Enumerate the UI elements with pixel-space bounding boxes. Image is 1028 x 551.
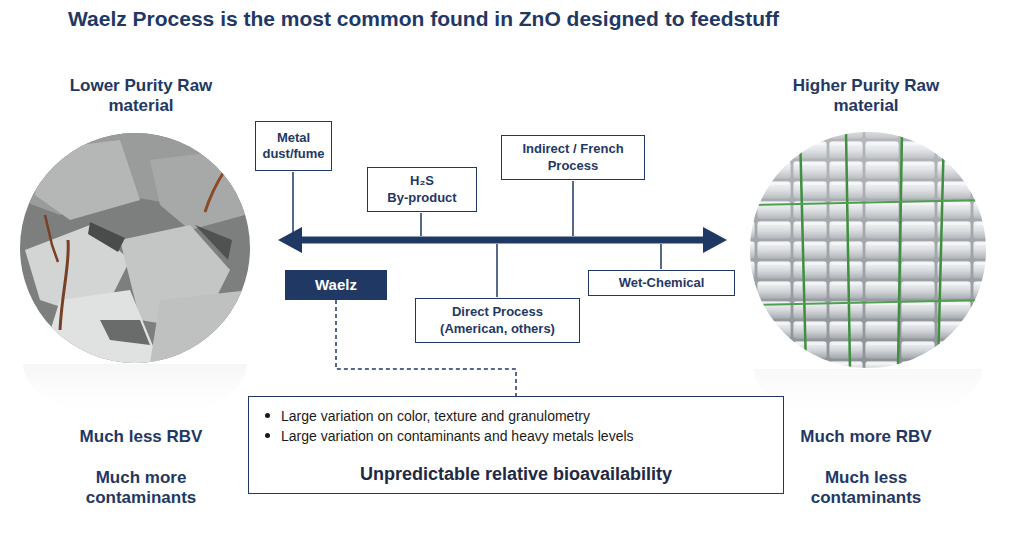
axis-tick: [572, 181, 574, 236]
ingot-photo: [750, 132, 986, 368]
photo-reflection: [23, 364, 247, 418]
box-text: Wet-Chemical: [619, 275, 705, 291]
rubble-chunk: [150, 150, 245, 230]
axis-tick: [420, 213, 422, 236]
panel-conclusion: Unpredictable relative bioavailability: [259, 463, 773, 485]
process-box: Direct Process (American, others): [415, 298, 580, 343]
column-heading: Lower Purity Raw material: [41, 76, 241, 117]
box-text: Direct Process (American, others): [424, 304, 571, 337]
column-heading: Higher Purity Raw material: [764, 76, 969, 117]
rubble-ground: [20, 133, 250, 363]
axis-tick: [660, 244, 662, 269]
axis-arrowhead: [278, 227, 302, 253]
property-note: Much less RBV: [31, 427, 251, 447]
rubble-gap: [195, 225, 232, 260]
axis-tick: [496, 244, 498, 297]
property-note: Much more contaminants: [51, 468, 231, 509]
reflection-shape: [23, 364, 247, 418]
bullet-text: Large variation on color, texture and gr…: [259, 406, 773, 426]
rubble-chunk: [40, 290, 160, 363]
purity-axis: [298, 237, 707, 244]
note-panel: Large variation on color, texture and gr…: [248, 396, 784, 494]
process-box: Indirect / French Process: [501, 135, 645, 180]
process-box: H₂S By-product: [367, 167, 477, 212]
rebar: [205, 170, 225, 212]
highlight-box: Waelz: [285, 270, 387, 300]
strap: [750, 200, 986, 205]
property-note: Much more RBV: [756, 427, 976, 447]
property-note: Much less contaminants: [776, 468, 956, 509]
rubble-gap: [100, 320, 150, 345]
bullet-text: Large variation on contaminants and heav…: [259, 426, 773, 446]
rubble-chunk: [150, 290, 250, 363]
ingot-sheen: [750, 132, 986, 368]
strap: [898, 132, 902, 368]
rebar: [45, 215, 58, 262]
strap: [846, 132, 850, 368]
ingot-stack: [750, 132, 986, 368]
process-box: Wet-Chemical: [588, 270, 735, 296]
process-box: Metal dust/fume: [255, 121, 332, 171]
rubble-gap: [88, 222, 125, 252]
box-text: H₂S By-product: [382, 173, 462, 206]
diagram-title: Waelz Process is the most common found i…: [68, 7, 779, 31]
strap: [800, 132, 806, 368]
box-text: Metal dust/fume: [259, 130, 328, 163]
rubble-photo: [20, 133, 250, 363]
box-text: Waelz: [315, 276, 357, 295]
strap: [750, 300, 986, 305]
axis-tick: [292, 172, 294, 236]
box-text: Indirect / French Process: [510, 141, 636, 174]
photo-reflection: [754, 369, 982, 419]
rebar: [60, 240, 68, 330]
axis-arrowhead: [703, 227, 727, 253]
rubble-chunk: [35, 140, 140, 220]
reflection-shape: [754, 369, 982, 419]
strap: [938, 132, 944, 368]
